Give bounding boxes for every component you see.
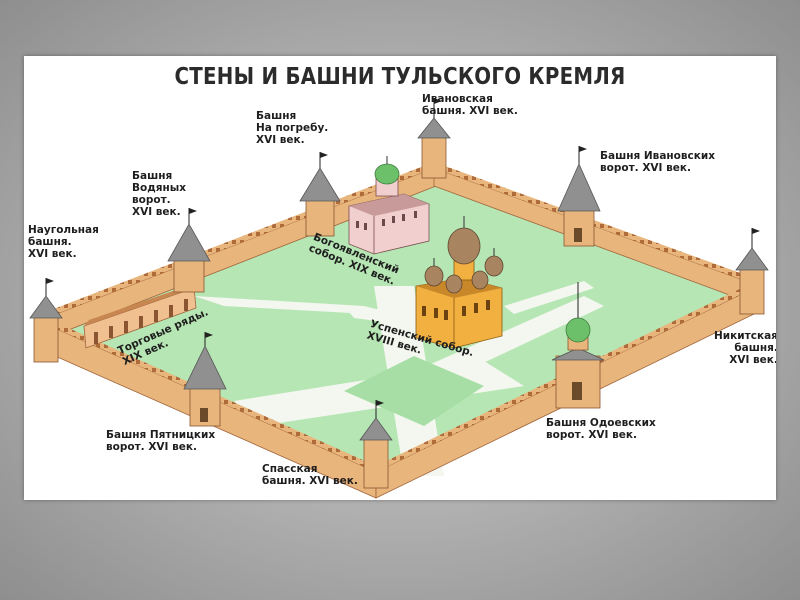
tower-na-pogrebu — [299, 152, 341, 237]
tower-vodyanyh-vorot — [167, 208, 211, 293]
uspensky-cathedral — [415, 216, 504, 349]
tower-nikitskaya — [735, 228, 769, 315]
tower-naugolnaya — [29, 278, 63, 363]
tower-ivanovskih-vorot — [557, 146, 601, 247]
tower-pyatnitskih-vorot — [183, 332, 227, 427]
trade-rows — [83, 282, 199, 349]
diagram-title: СТЕНЫ И БАШНИ ТУЛЬСКОГО КРЕМЛЯ — [174, 64, 626, 90]
kremlin-illustration — [29, 98, 769, 499]
lawn-diamond — [344, 356, 484, 426]
tower-odoevskih-vorot — [551, 282, 605, 409]
slide: СТЕНЫ И БАШНИ ТУЛЬСКОГО КРЕМЛЯ — [24, 56, 776, 500]
tower-spasskaya — [359, 400, 393, 489]
bogoyavlensky-cathedral — [348, 156, 430, 255]
tower-ivanovskaya — [417, 98, 451, 179]
